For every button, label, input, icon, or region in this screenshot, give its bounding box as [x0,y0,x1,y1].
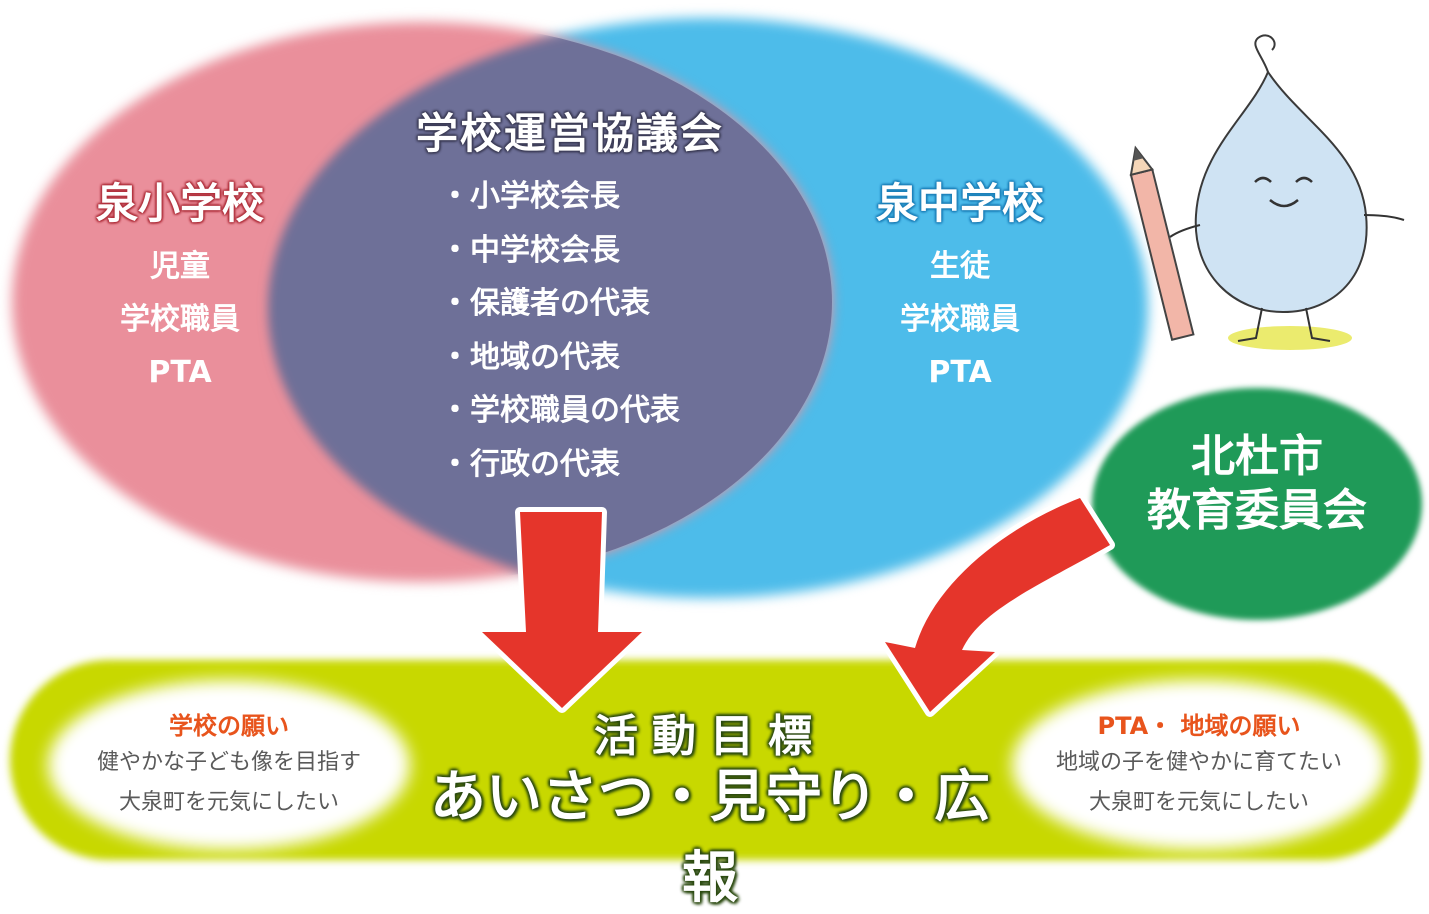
list-item: ・地域の代表 [440,339,620,375]
school-wish: 学校の願い 健やかな子ども像を目指す 大泉町を元気にしたい [48,706,410,823]
board-line1: 北杜市 [1191,431,1323,482]
council-members: ・小学校会長 ・中学校会長 ・保護者の代表 ・地域の代表 ・学校職員の代表 ・行… [440,170,760,491]
junior-high-title: 泉中学校 [875,179,1044,228]
list-item: PTA [148,355,212,390]
list-item: PTA [928,355,992,390]
list-item: ・小学校会長 [440,179,620,214]
wish-line: 健やかな子ども像を目指す [96,750,361,775]
list-item: 学校職員 [120,302,240,337]
list-item: 生徒 [930,249,990,284]
list-item: ・中学校会長 [440,232,620,268]
list-item: 学校職員 [900,302,1020,337]
list-item: ・保護者の代表 [440,286,650,321]
school-wish-title: 学校の願い [169,712,289,740]
list-item: ・行政の代表 [440,446,620,482]
goal-main: あいさつ・見守り・広報 [430,765,990,911]
community-wish: PTA・ 地域の願い 地域の子を健やかに育てたい 大泉町を元気にしたい [1012,706,1386,823]
board-label: 北杜市 教育委員会 [1092,430,1422,538]
wish-line: 大泉町を元気にしたい [1088,790,1309,815]
down-arrow-icon [477,507,647,713]
elementary-title: 泉小学校 [95,179,264,228]
mascot-icon [1129,34,1405,350]
list-item: ・学校職員の代表 [440,393,680,428]
junior-high-members: 生徒 学校職員 PTA [840,240,1080,399]
elementary-members: 児童 学校職員 PTA [60,240,300,399]
goal-heading: 活動目標 [594,711,826,762]
wish-line: 地域の子を健やかに育てたい [1055,750,1342,775]
board-circle [1092,388,1422,620]
community-wish-oval [1012,680,1386,850]
council-title: 学校運営協議会 [415,109,724,158]
decorations [477,34,1405,717]
list-item: 児童 [150,249,210,284]
community-wish-title: PTA・ 地域の願い [1097,712,1301,740]
wish-line: 大泉町を元気にしたい [118,790,339,815]
curved-arrow-icon [880,493,1115,717]
board-line2: 教育委員会 [1147,485,1367,536]
council-overlap [268,22,832,582]
school-wish-oval [48,680,410,850]
